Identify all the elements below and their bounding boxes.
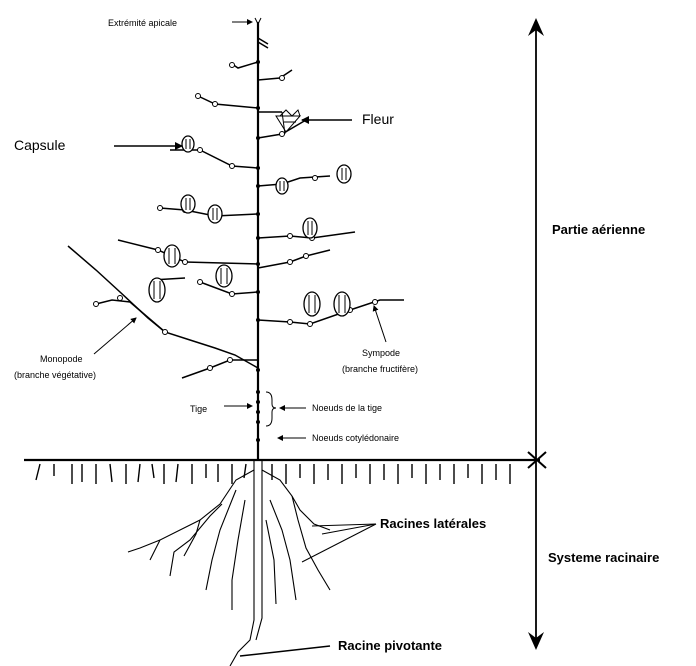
annotation-pointers	[94, 22, 386, 656]
label-tige: Tige	[190, 404, 207, 414]
label-racines-laterales: Racines latérales	[380, 516, 486, 531]
label-noeuds-cotyledonaire: Noeuds cotylédonaire	[312, 433, 399, 443]
label-noeuds-tige: Noeuds de la tige	[312, 403, 382, 413]
flower-drawing	[276, 110, 300, 134]
monopode-branch	[68, 246, 258, 368]
label-monopode: Monopode	[40, 354, 83, 364]
label-capsule: Capsule	[14, 137, 66, 153]
label-aerial-part: Partie aérienne	[552, 222, 645, 237]
label-root-system: Systeme racinaire	[548, 550, 659, 565]
extent-arrow	[528, 18, 546, 650]
soil-hatching	[36, 464, 510, 484]
branch-nodes	[94, 63, 378, 371]
label-fleur: Fleur	[362, 111, 394, 127]
apex-tip	[255, 18, 261, 24]
label-sympode-desc: (branche fructifère)	[342, 364, 418, 374]
label-apex: Extrémité apicale	[108, 18, 177, 28]
root-system	[128, 460, 330, 666]
capsules	[149, 136, 351, 316]
label-monopode-desc: (branche végétative)	[14, 370, 96, 380]
label-sympode: Sympode	[362, 348, 400, 358]
label-racine-pivotante: Racine pivotante	[338, 638, 442, 653]
